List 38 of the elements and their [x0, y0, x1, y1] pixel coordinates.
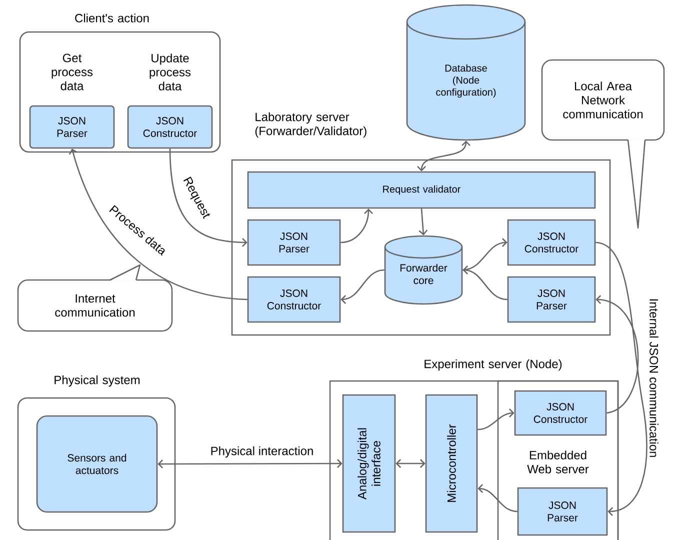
action-label: Get process data	[52, 54, 93, 90]
component-box: JSON Constructor	[514, 390, 607, 436]
heading: Experiment server (Node)	[424, 359, 562, 371]
component-box: JSON Parser	[507, 276, 596, 323]
arrow	[418, 208, 428, 236]
component-box: JSON Constructor	[127, 105, 213, 149]
component-box: JSON Parser	[247, 219, 341, 266]
component-box: JSON Constructor	[507, 219, 596, 266]
speech-bubble: Local Area Network communication	[541, 59, 665, 229]
arrow	[478, 484, 518, 512]
heading: Client's action	[75, 14, 149, 22]
cylinder: Database (Node configuration)	[406, 4, 526, 141]
arrow	[462, 238, 508, 271]
component-box: JSON Parser	[517, 487, 608, 536]
arrow	[417, 140, 470, 172]
edge-label: Physical interaction	[209, 445, 315, 459]
component-box: Request validator	[247, 171, 596, 209]
arrow	[158, 459, 342, 468]
arrow	[169, 148, 248, 247]
action-label: Update process data	[150, 54, 191, 90]
arrow	[340, 269, 384, 304]
edge-label: Internal JSON communication	[648, 297, 660, 459]
arrow	[478, 408, 514, 430]
component-box: Microcontroller	[425, 394, 478, 533]
cylinder: Forwarder core	[384, 235, 463, 305]
arrow	[596, 242, 648, 516]
component-box: Sensors and actuators	[36, 415, 158, 513]
arrow	[340, 208, 373, 244]
arrow	[68, 148, 248, 300]
heading: Laboratory server (Forwarder/Validator)	[255, 112, 366, 138]
arrow	[396, 459, 426, 468]
speech-bubble: Internet communication	[17, 264, 173, 332]
arrow	[462, 266, 508, 300]
arrow	[596, 295, 639, 414]
component-box: JSON Parser	[29, 105, 115, 149]
heading: Physical system	[54, 375, 140, 387]
component-box: Analog/digital interface	[342, 394, 396, 533]
component-box: JSON Constructor	[247, 276, 341, 323]
